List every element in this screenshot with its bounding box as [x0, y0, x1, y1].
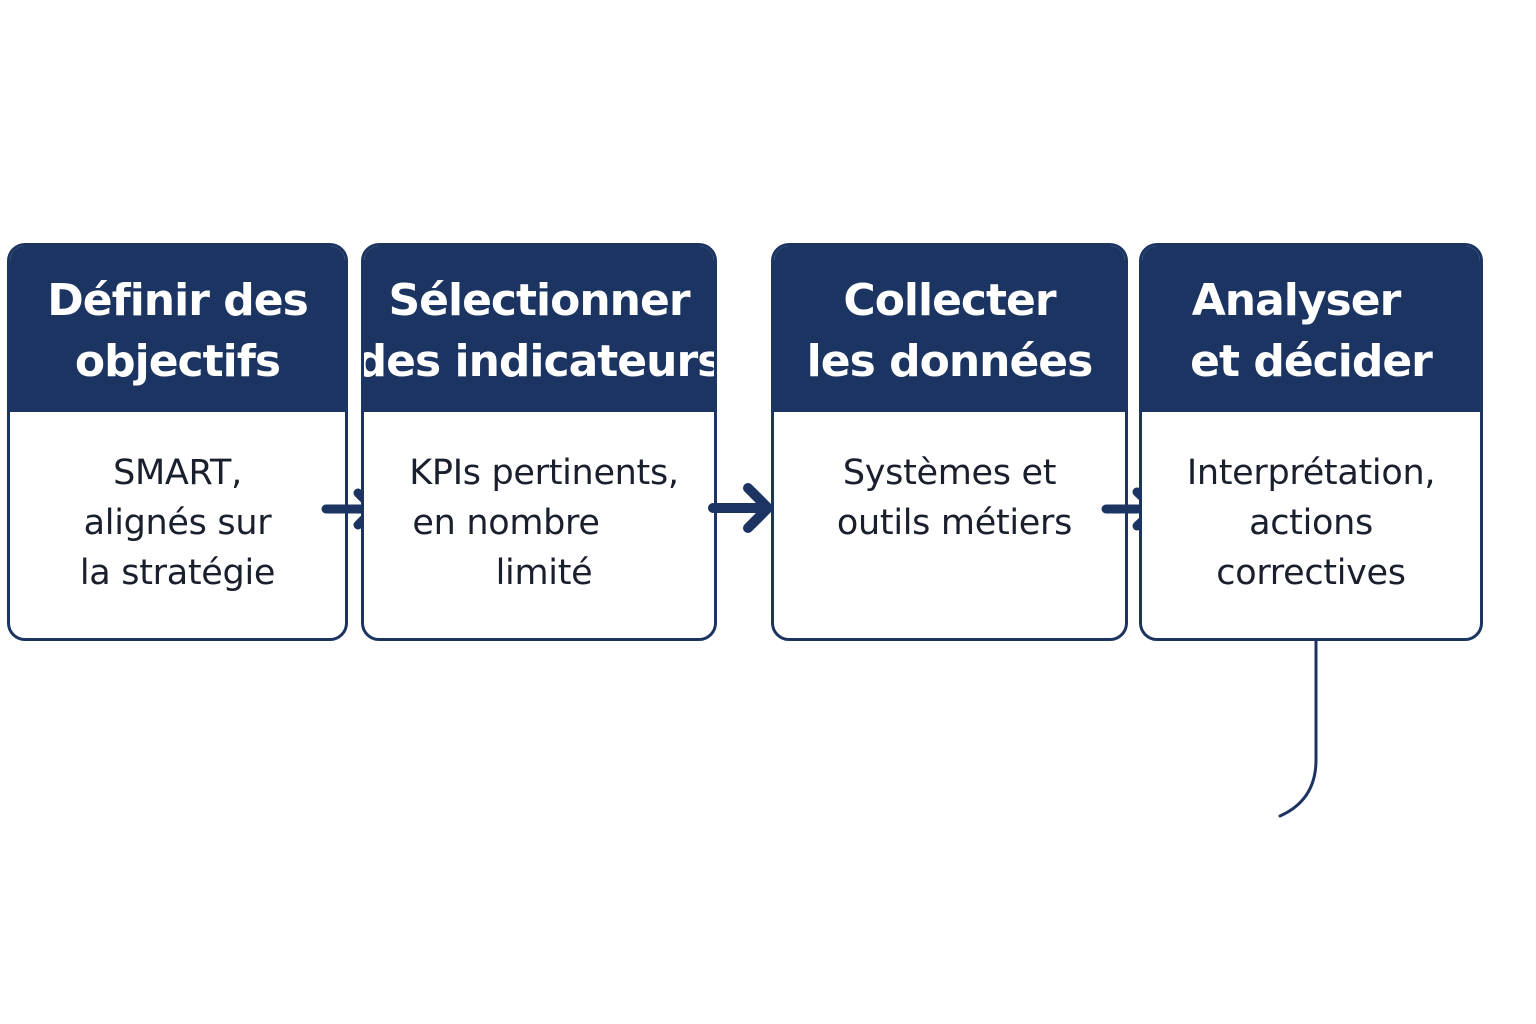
- step-title: Analyser et décider: [1142, 246, 1480, 412]
- step-title: Définir des objectifs: [10, 246, 345, 412]
- step-description-line: Interprétation,: [1186, 453, 1436, 493]
- step-description-line: KPIs pertinents,: [409, 453, 679, 493]
- step-collect-data: Collecter les données Systèmes et outils…: [771, 243, 1128, 641]
- step-title-line: Sélectionner: [388, 275, 690, 326]
- arrow-right-icon: [708, 483, 773, 533]
- step-description-line: SMART,: [113, 453, 242, 493]
- step-description-line: la stratégie: [79, 553, 276, 593]
- step-description: SMART, alignés sur la stratégie: [10, 412, 345, 598]
- step-select-indicators: Sélectionner des indicateurs KPIs pertin…: [361, 243, 717, 641]
- step-description: Interprétation, actions correctives: [1142, 412, 1480, 598]
- step-title-line: des indicateurs: [361, 336, 717, 387]
- step-description-line: actions: [1249, 503, 1373, 543]
- step-description-line: correctives: [1216, 553, 1406, 593]
- step-description: KPIs pertinents, en nombre limité: [364, 412, 714, 598]
- step-description-line: limité: [495, 553, 593, 593]
- step-description-line: outils métiers: [836, 503, 1073, 543]
- step-description: Systèmes et outils métiers: [774, 412, 1125, 548]
- step-title-line: les données: [806, 336, 1094, 387]
- step-title: Collecter les données: [774, 246, 1125, 412]
- step-description-line: Systèmes et: [842, 453, 1057, 493]
- step-define-objectives: Définir des objectifs SMART, alignés sur…: [7, 243, 348, 641]
- step-title: Sélectionner des indicateurs: [364, 246, 714, 412]
- step-title-line: Définir des: [47, 275, 309, 326]
- step-description-line: en nombre: [412, 503, 600, 543]
- step-title-line: et décider: [1190, 336, 1433, 387]
- step-title-line: Analyser: [1191, 275, 1402, 326]
- step-description-line: alignés sur: [83, 503, 272, 543]
- step-title-line: Collecter: [843, 275, 1056, 326]
- step-title-line: objectifs: [74, 336, 281, 387]
- step-analyze-decide: Analyser et décider Interprétation, acti…: [1139, 243, 1483, 641]
